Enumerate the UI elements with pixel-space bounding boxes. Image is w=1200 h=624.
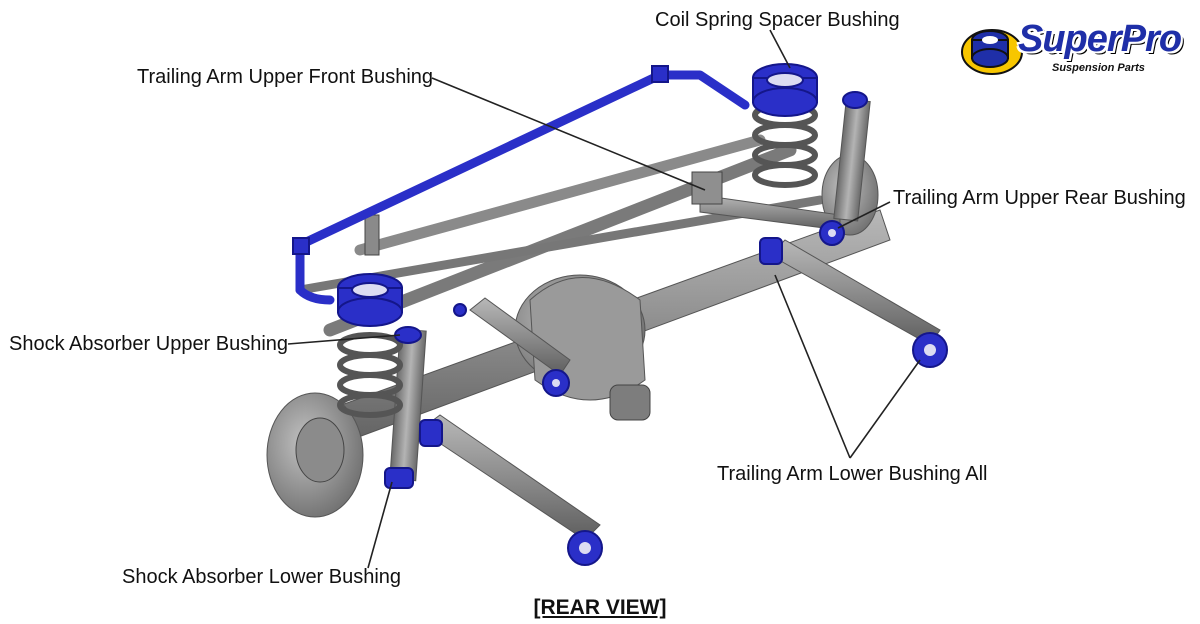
shock-upper-bushing-right: [843, 92, 867, 108]
label-trailing-arm-upper-front-bushing: Trailing Arm Upper Front Bushing: [137, 67, 433, 87]
left-lower-trailing-arm: [420, 415, 600, 540]
coil-spring-spacer-bushing-right: [753, 64, 817, 116]
leader-shock-lower: [368, 482, 392, 568]
leader-coil-spring-spacer: [770, 30, 790, 68]
label-shock-absorber-lower-bushing: Shock Absorber Lower Bushing: [122, 567, 401, 587]
pinion-flange: [610, 385, 650, 420]
label-trailing-arm-lower-bushing-all: Trailing Arm Lower Bushing All: [717, 464, 988, 484]
left-hub: [296, 418, 344, 482]
right-lower-trailing-arm: [770, 240, 940, 345]
trailing-arm-lower-bushing-rear-right: [760, 238, 782, 264]
leader-lower-all-b: [850, 360, 920, 458]
leader-upper-front: [432, 78, 705, 190]
sway-bar-bushing-right: [652, 66, 668, 82]
trailing-arm-lower-bushing-rear-left: [420, 420, 442, 446]
shock-absorber-lower-bushing: [385, 468, 413, 488]
pinion-bushing: [454, 304, 466, 316]
logo-brand-text: SuperPro: [1018, 18, 1181, 61]
label-coil-spring-spacer-bushing: Coil Spring Spacer Bushing: [655, 10, 900, 30]
logo-tagline: Suspension Parts: [1052, 62, 1145, 74]
label-trailing-arm-upper-rear-bushing: Trailing Arm Upper Rear Bushing: [893, 188, 1186, 208]
superpro-logo: SuperPro Suspension Parts: [960, 18, 1192, 80]
upper-arm-bracket: [692, 172, 722, 204]
leader-lower-all-a: [775, 275, 850, 458]
view-caption: [REAR VIEW]: [0, 596, 1200, 620]
sway-bar-link: [365, 215, 379, 255]
label-shock-absorber-upper-bushing: Shock Absorber Upper Bushing: [9, 334, 288, 354]
coil-spring-spacer-bushing-left: [338, 274, 402, 326]
sway-bar-bushing-left: [293, 238, 309, 254]
